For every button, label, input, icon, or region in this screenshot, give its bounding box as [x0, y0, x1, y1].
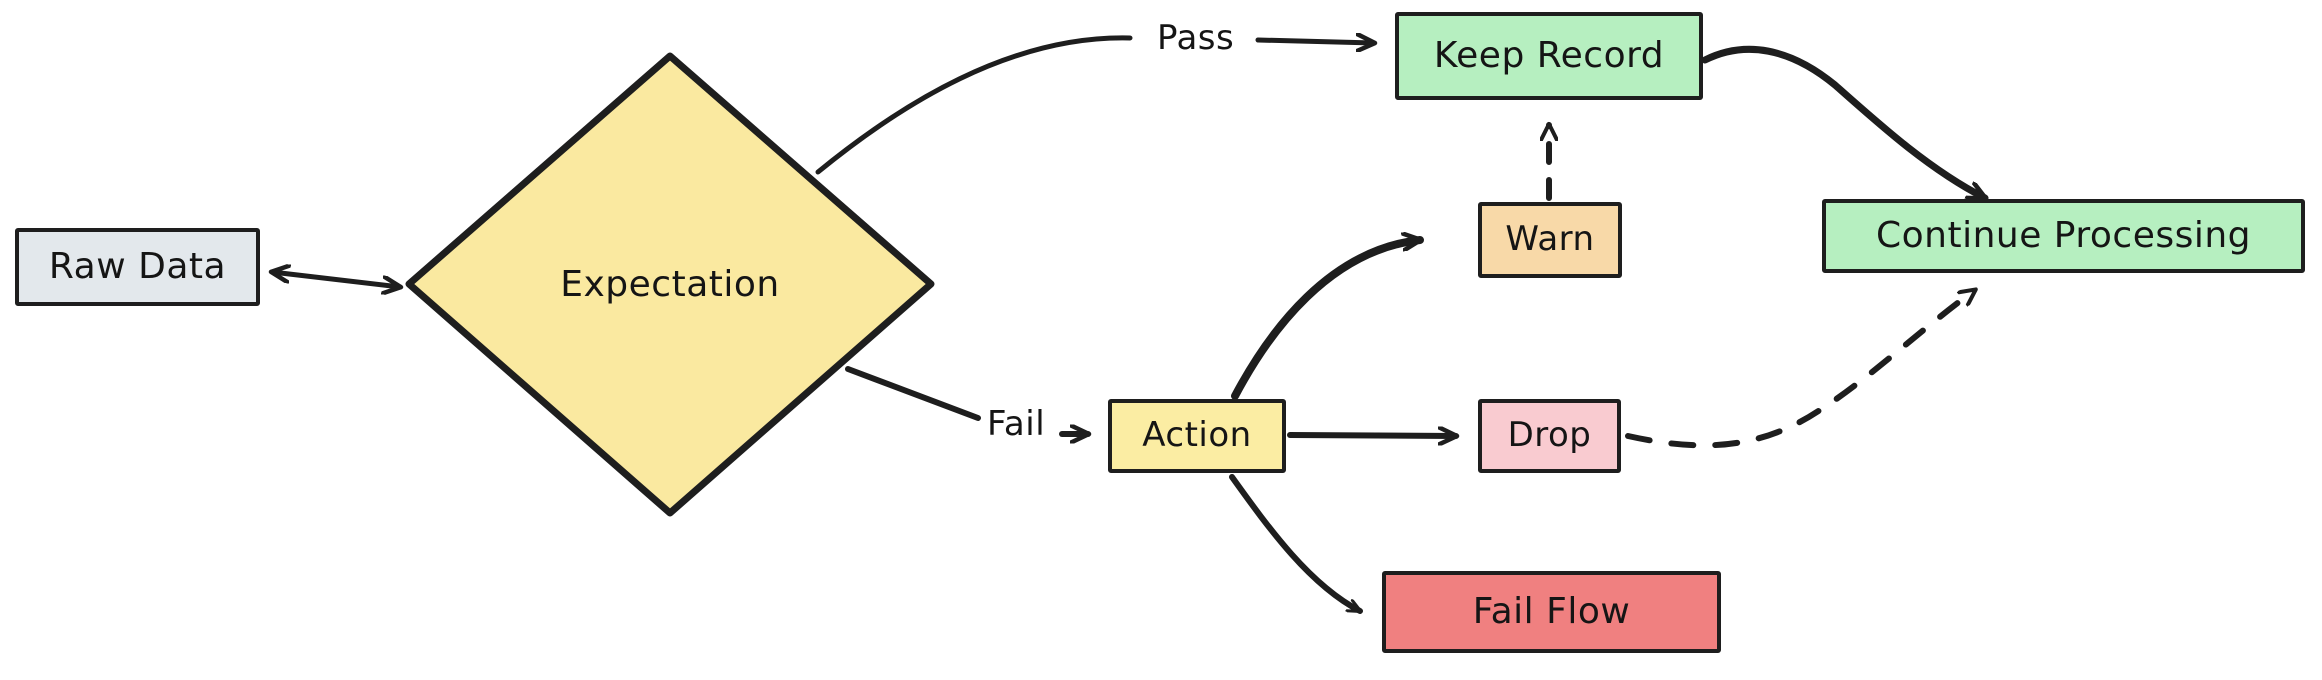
node-fail-flow-label: Fail Flow	[1472, 591, 1631, 633]
edge-action-to-warn	[1231, 240, 1424, 400]
node-warn-label: Warn	[1505, 219, 1595, 260]
edge-raw-data-to-expectation	[272, 272, 400, 287]
edge-keep-record-to-continue-processing	[1701, 45, 1989, 202]
edge-pass-to-keep-record	[1255, 40, 1374, 43]
edge-label-fail: Fail	[987, 404, 1046, 444]
node-expectation-label: Expectation	[560, 264, 780, 305]
node-action[interactable]: Action	[1108, 399, 1286, 473]
node-fail-flow[interactable]: Fail Flow	[1382, 571, 1721, 653]
edge-action-to-drop	[1287, 435, 1456, 436]
edge-expectation-to-fail	[845, 366, 981, 421]
node-action-label: Action	[1142, 415, 1252, 456]
node-continue-processing-label: Continue Processing	[1875, 215, 2252, 257]
node-keep-record[interactable]: Keep Record	[1395, 12, 1703, 100]
node-warn[interactable]: Warn	[1478, 202, 1622, 278]
edge-label-pass: Pass	[1157, 18, 1235, 58]
node-drop[interactable]: Drop	[1478, 399, 1621, 473]
diamond-shape	[405, 52, 935, 517]
node-raw-data-label: Raw Data	[48, 246, 227, 288]
node-keep-record-label: Keep Record	[1433, 35, 1665, 77]
edge-action-to-fail-flow	[1229, 474, 1363, 614]
node-continue-processing[interactable]: Continue Processing	[1822, 199, 2305, 273]
edge-expectation-to-pass	[815, 35, 1133, 175]
node-drop-label: Drop	[1507, 415, 1592, 456]
edge-drop-to-continue-processing	[1625, 287, 1978, 449]
node-raw-data[interactable]: Raw Data	[15, 228, 260, 306]
node-expectation[interactable]: Expectation	[405, 52, 935, 517]
